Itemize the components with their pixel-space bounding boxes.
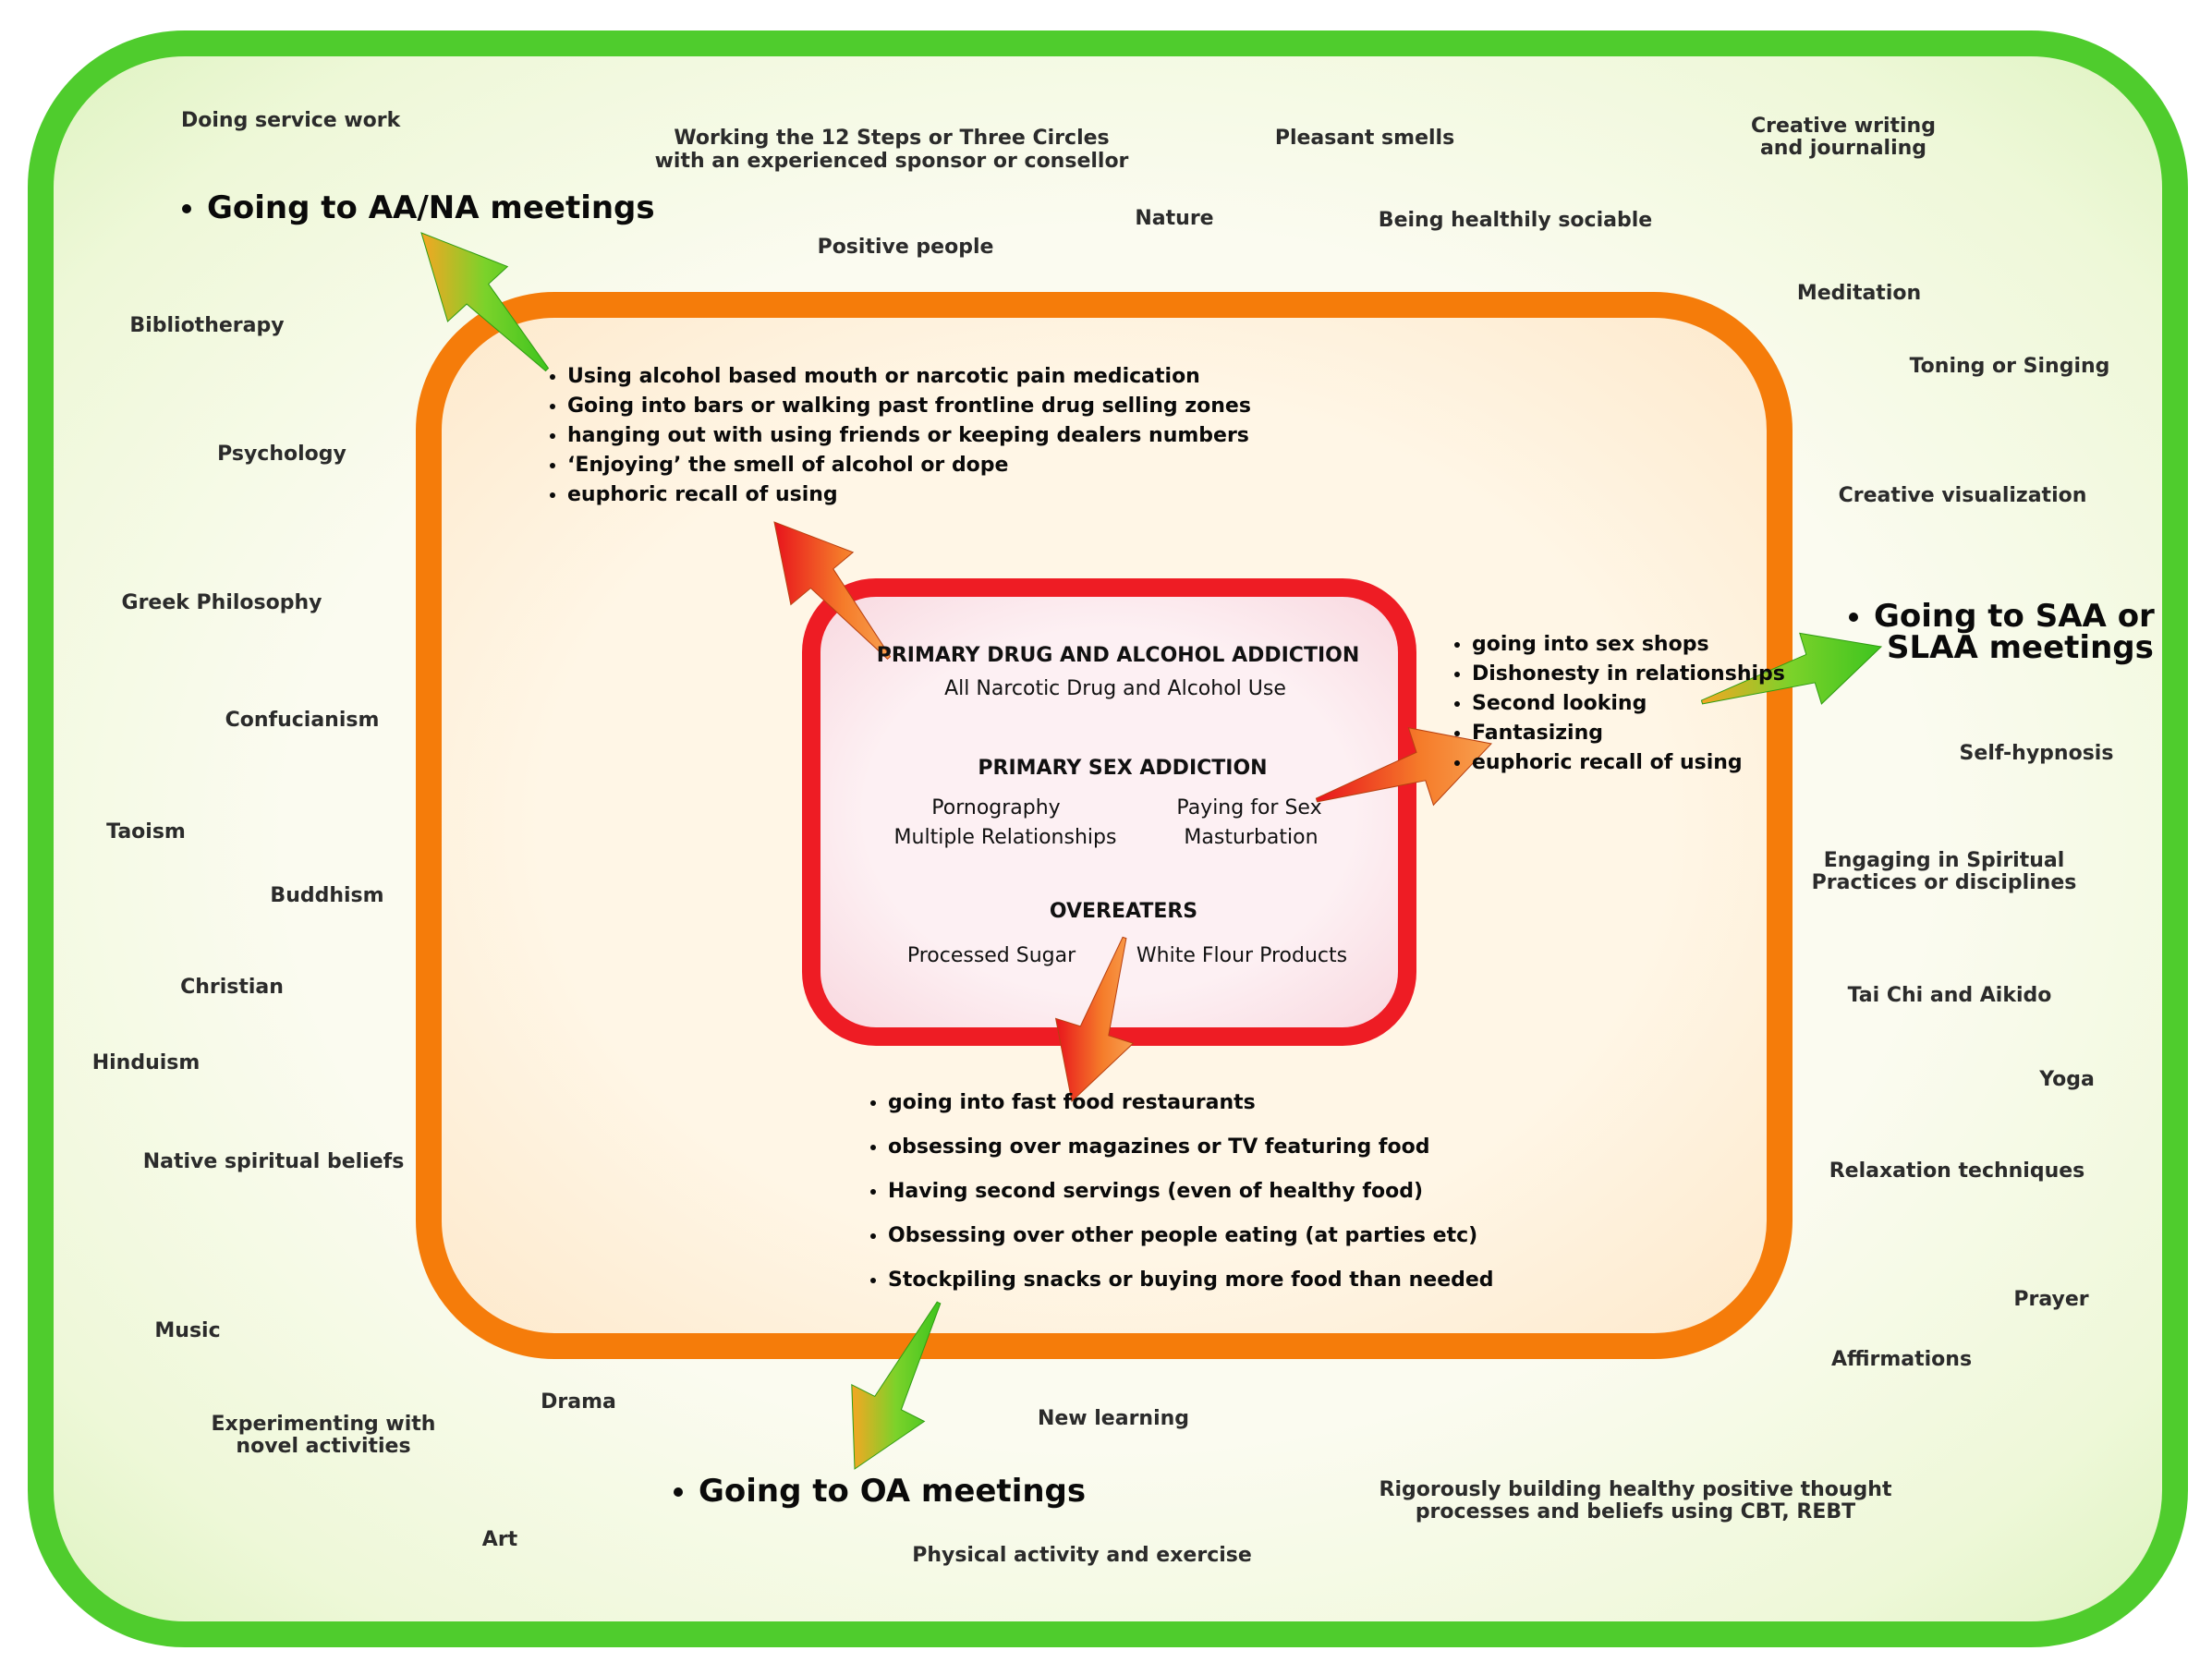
sex-trigger-item: Dishonesty in relationships — [1472, 660, 1785, 689]
label-toning: Toning or Singing — [1909, 355, 2110, 378]
food-trigger-item: going into fast food restaurants — [888, 1081, 1494, 1125]
label-new-learning: New learning — [1037, 1407, 1190, 1430]
label-cbt-1: Rigorously building healthy positive tho… — [1379, 1478, 1892, 1501]
core-oa-left: Processed Sugar — [906, 944, 1076, 967]
label-sociable: Being healthily sociable — [1378, 209, 1653, 232]
meeting-oa-list: Going to OA meetings — [673, 1473, 1086, 1510]
label-novel-1: Experimenting with — [211, 1413, 436, 1436]
label-confucianism: Confucianism — [225, 709, 380, 732]
label-novel-2: novel activities — [236, 1435, 411, 1458]
label-visualization: Creative visualization — [1838, 484, 2087, 507]
core-sex-title: PRIMARY SEX ADDICTION — [978, 757, 1268, 780]
sex-trigger-item: going into sex shops — [1472, 630, 1785, 660]
core-drug-desc: All Narcotic Drug and Alcohol Use — [944, 677, 1286, 700]
core-oa-right: White Flour Products — [1136, 944, 1348, 967]
label-music: Music — [154, 1319, 221, 1342]
food-trigger-item: Having second servings (even of healthy … — [888, 1170, 1494, 1214]
core-sex-left-1: Pornography — [931, 796, 1061, 819]
label-bibliotherapy: Bibliotherapy — [129, 314, 285, 337]
label-hinduism: Hinduism — [91, 1051, 201, 1074]
label-cbt-2: processes and beliefs using CBT, REBT — [1415, 1500, 1856, 1523]
label-meditation: Meditation — [1796, 282, 1922, 305]
food-trigger-item: obsessing over magazines or TV featuring… — [888, 1125, 1494, 1170]
label-yoga: Yoga — [2039, 1068, 2095, 1091]
label-prayer: Prayer — [2013, 1288, 2089, 1311]
label-greek: Greek Philosophy — [121, 591, 322, 614]
meeting-saa-1: Going to SAA or — [1874, 601, 2155, 632]
drug-triggers-list: Using alcohol based mouth or narcotic pa… — [541, 362, 1251, 510]
core-oa-title: OVEREATERS — [1049, 900, 1198, 923]
sex-trigger-item: Fantasizing — [1472, 719, 1785, 748]
meeting-saa-2: SLAA meetings — [1887, 629, 2154, 666]
label-pleasant-smells: Pleasant smells — [1274, 127, 1455, 150]
core-sex-right-2: Masturbation — [1184, 826, 1319, 849]
label-affirmations: Affirmations — [1830, 1348, 1973, 1371]
label-twelve-steps-1: Working the 12 Steps or Three Circles — [674, 127, 1110, 150]
core-sex-left-2: Multiple Relationships — [893, 826, 1117, 849]
meeting-saa-list: Going to SAA or — [1848, 601, 2155, 632]
label-self-hypnosis: Self-hypnosis — [1959, 742, 2114, 765]
label-christian: Christian — [180, 976, 284, 999]
label-psychology: Psychology — [217, 443, 346, 466]
inner-circle-box — [802, 578, 1416, 1046]
label-creative-writing-1: Creative writing — [1751, 115, 1936, 138]
drug-trigger-item: euphoric recall of using — [567, 480, 1251, 510]
arrow-drug-triggers-to-aa — [420, 232, 550, 372]
drug-trigger-item: Using alcohol based mouth or narcotic pa… — [567, 362, 1251, 392]
label-buddhism: Buddhism — [270, 884, 384, 907]
drug-trigger-item: hanging out with using friends or keepin… — [567, 421, 1251, 451]
food-trigger-item: Stockpiling snacks or buying more food t… — [888, 1258, 1494, 1303]
label-positive-people: Positive people — [817, 236, 994, 259]
label-creative-writing-2: and journaling — [1759, 137, 1927, 160]
sex-trigger-item: Second looking — [1472, 689, 1785, 719]
drug-trigger-item: Going into bars or walking past frontlin… — [567, 392, 1251, 421]
label-drama: Drama — [541, 1390, 616, 1414]
label-taoism: Taoism — [106, 820, 186, 844]
meeting-aa: Going to AA/NA meetings — [207, 189, 655, 226]
arrow-sex-to-triggers — [1315, 727, 1492, 807]
food-trigger-item: Obsessing over other people eating (at p… — [888, 1214, 1494, 1258]
arrow-food-triggers-to-oa — [851, 1301, 942, 1470]
label-taichi: Tai Chi and Aikido — [1847, 984, 2052, 1007]
arrow-drug-to-triggers — [773, 521, 892, 660]
arrow-sex-triggers-to-saa — [1700, 632, 1883, 705]
meeting-aa-list: Going to AA/NA meetings — [181, 189, 655, 226]
food-triggers-list: going into fast food restaurants obsessi… — [862, 1081, 1494, 1303]
label-spiritual-1: Engaging in Spiritual — [1823, 849, 2065, 872]
label-art: Art — [481, 1528, 518, 1551]
sex-trigger-item: euphoric recall of using — [1472, 748, 1785, 778]
meeting-oa: Going to OA meetings — [699, 1473, 1086, 1510]
core-drug-title: PRIMARY DRUG AND ALCOHOL ADDICTION — [876, 644, 1360, 667]
label-twelve-steps-2: with an experienced sponsor or consellor — [654, 150, 1129, 173]
drug-trigger-item: ‘Enjoying’ the smell of alcohol or dope — [567, 451, 1251, 480]
sex-triggers-list: going into sex shops Dishonesty in relat… — [1446, 630, 1785, 778]
label-physical: Physical activity and exercise — [912, 1544, 1252, 1567]
label-nature: Nature — [1135, 207, 1214, 230]
label-native: Native spiritual beliefs — [142, 1150, 405, 1173]
core-sex-right-1: Paying for Sex — [1176, 796, 1322, 819]
label-service-work: Doing service work — [181, 109, 401, 132]
label-relaxation: Relaxation techniques — [1829, 1159, 2085, 1183]
label-spiritual-2: Practices or disciplines — [1811, 871, 2077, 894]
arrow-oa-to-triggers — [1054, 936, 1135, 1102]
